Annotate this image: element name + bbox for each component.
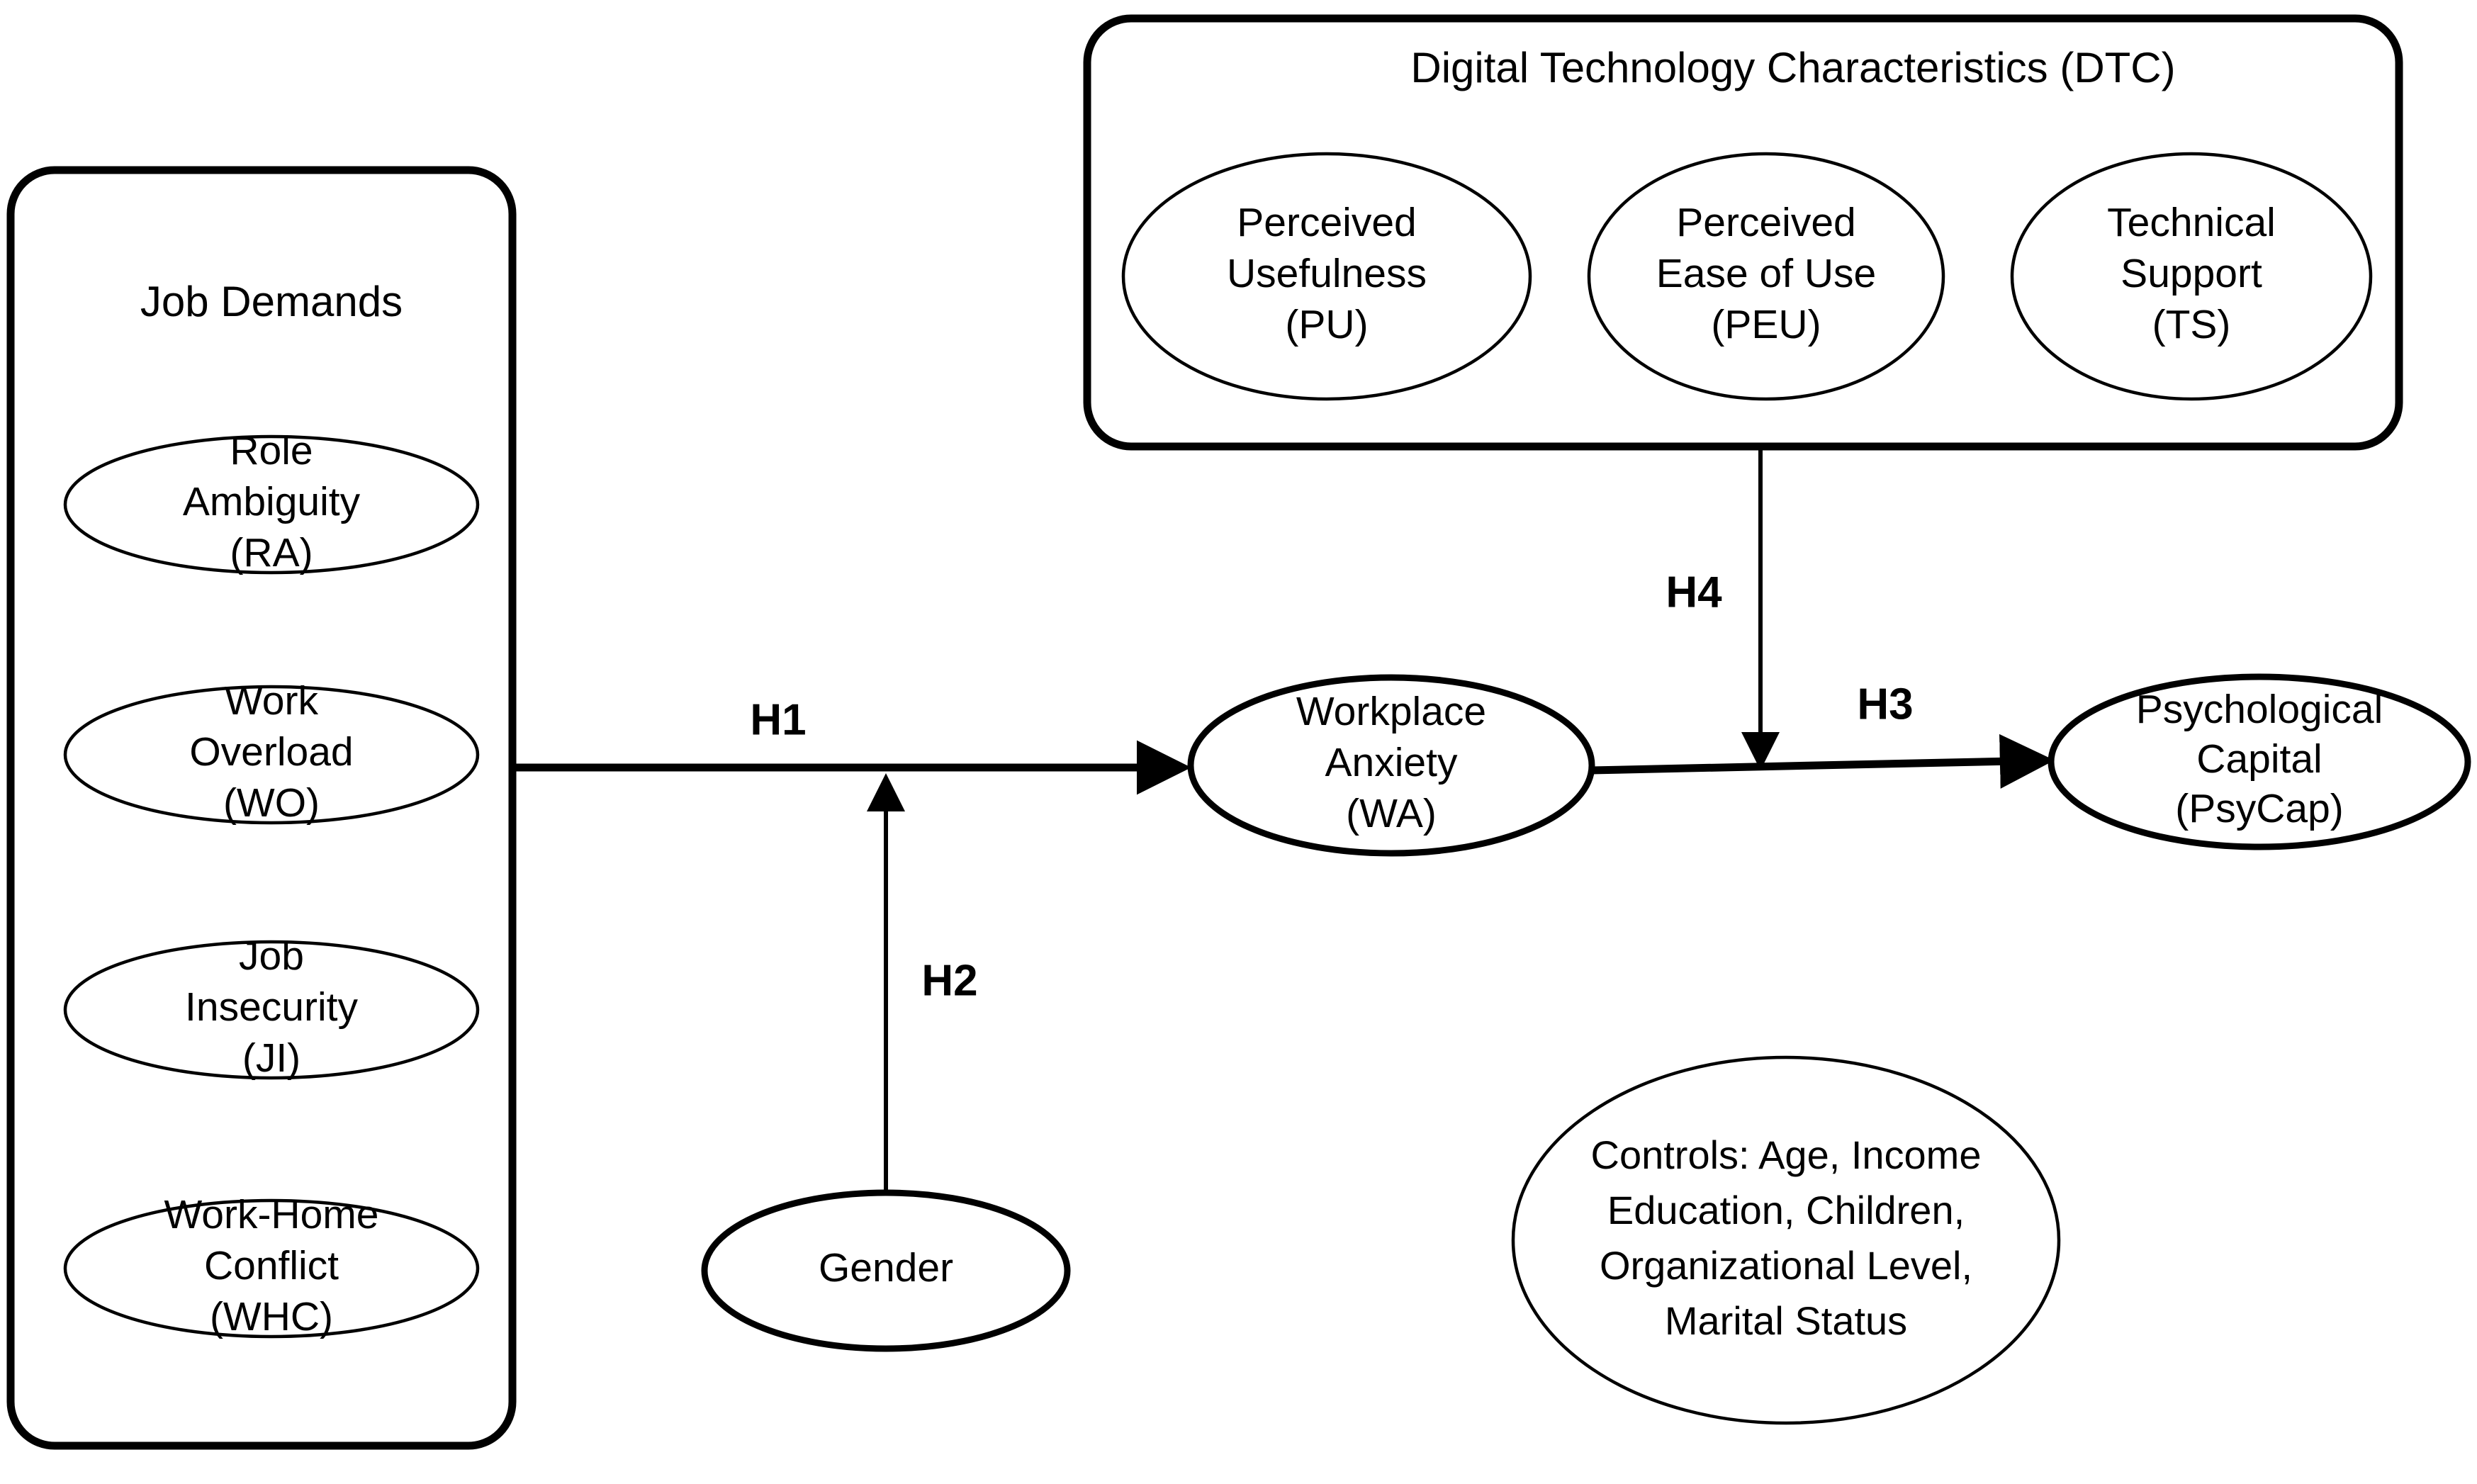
node-line-1: Work-Home [164,1192,379,1237]
node-line-3: (WO) [223,780,320,826]
node-ellipse [63,940,480,1080]
node-work-home-conflict[interactable]: Work-Home Conflict (WHC) [63,1192,480,1339]
hypothesis-label-h4: H4 [1666,568,1722,617]
node-label: Gender [819,1245,953,1291]
node-ellipse [2048,673,2471,850]
hypothesis-label-h3: H3 [1857,680,1913,729]
node-ellipse [63,685,480,825]
node-job-insecurity[interactable]: Job Insecurity (JI) [63,933,480,1081]
node-line-3: (TS) [2152,302,2231,347]
node-line-1: Technical [2107,200,2276,245]
node-line-3: (JI) [242,1035,301,1081]
node-ellipse [701,1189,1071,1352]
node-ellipse [63,1198,480,1339]
path-h3-arrow [1590,733,2055,789]
hypothesis-label-h2: H2 [921,956,977,1005]
node-line-3: (PsyCap) [2175,786,2344,831]
dtc-title: Digital Technology Characteristics (DTC) [1410,44,2175,91]
node-line-2: Overload [189,729,353,775]
node-line-1: Job [239,933,304,979]
node-line-2: Support [2121,251,2262,296]
node-controls[interactable]: Controls: Age, Income Education, Childre… [1511,1055,2061,1425]
node-line-3: (WA) [1346,791,1437,836]
node-ellipse [1187,674,1595,857]
node-ellipse [1511,1055,2061,1425]
node-gender[interactable]: Gender [701,1189,1071,1352]
node-line-2: Ease of Use [1656,251,1877,296]
node-line-2: Conflict [204,1243,339,1288]
node-ellipse [63,434,480,575]
node-line-3: (PEU) [1711,302,1821,347]
node-technical-support[interactable]: Technical Support (TS) [2010,152,2373,401]
node-line-3: (WHC) [210,1294,333,1339]
node-line-1: Psychological [2136,687,2383,732]
node-perceived-usefulness[interactable]: Perceived Usefulness (PU) [1121,152,1532,401]
node-workplace-anxiety[interactable]: Workplace Anxiety (WA) [1187,674,1595,857]
controls-line-4: Marital Status [1665,1298,1907,1343]
node-line-3: (PU) [1285,302,1368,347]
node-psychological-capital[interactable]: Psychological Capital (PsyCap) [2048,673,2471,850]
hypothesis-label-h1: H1 [750,695,806,744]
node-line-1: Perceived [1676,200,1855,245]
controls-line-1: Controls: Age, Income [1591,1132,1982,1177]
node-line-1: Work [225,678,318,724]
controls-line-3: Organizational Level, [1600,1243,1972,1288]
controls-line-2: Education, Children, [1607,1188,1965,1232]
node-line-1: Workplace [1296,689,1486,734]
node-work-overload[interactable]: Work Overload (WO) [63,678,480,826]
node-ellipse [1121,152,1532,401]
node-line-2: Capital [2196,736,2322,782]
node-line-2: Ambiguity [183,479,361,524]
node-ellipse [1587,152,1945,401]
node-line-1: Perceived [1237,200,1416,245]
node-perceived-ease-of-use[interactable]: Perceived Ease of Use (PEU) [1587,152,1945,401]
node-line-2: Usefulness [1227,251,1427,296]
node-line-2: Insecurity [185,984,358,1030]
node-line-1: Role [230,428,313,473]
job-demands-title: Job Demands [140,278,403,325]
node-ellipse [2010,152,2373,401]
node-line-2: Anxiety [1325,740,1458,785]
node-line-3: (RA) [230,530,313,575]
node-role-ambiguity[interactable]: Role Ambiguity (RA) [63,428,480,575]
